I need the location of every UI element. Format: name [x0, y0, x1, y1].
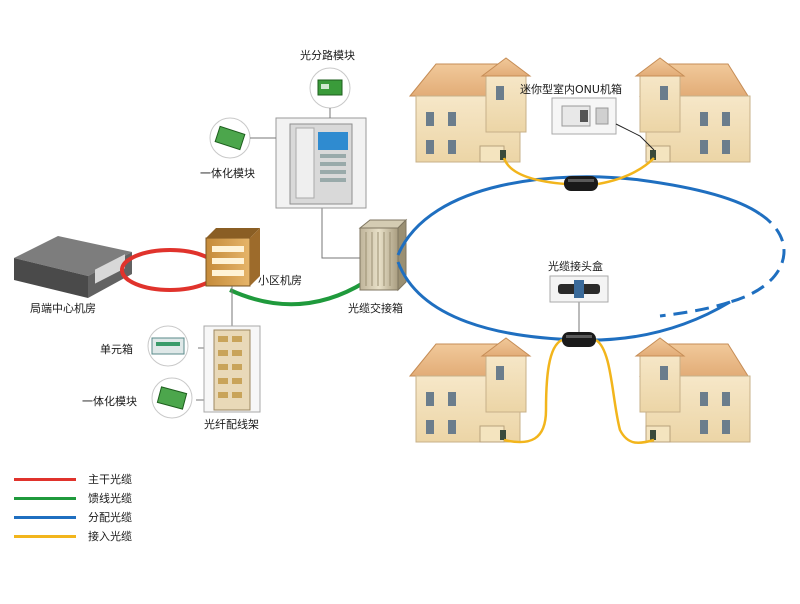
- fiber-distribution-frame-panel: [203, 325, 261, 413]
- house-bottom-right: [634, 337, 751, 443]
- unit-box-image: [147, 325, 189, 367]
- house-bottom-left: [408, 337, 532, 443]
- house-top-left: [408, 57, 532, 163]
- house-top-right: [634, 57, 751, 163]
- access-cable-bottom-right: [595, 338, 655, 445]
- legend-item-access: 接入光缆: [14, 529, 164, 543]
- joint-closure-top: [564, 176, 598, 191]
- splitter-module-image: [309, 67, 351, 109]
- trunk-cable-loop: [120, 248, 220, 292]
- legend-label-distribution: 分配光缆: [88, 511, 132, 524]
- feeder-cable: [229, 280, 367, 307]
- legend-item-distribution: 分配光缆: [14, 510, 164, 524]
- access-cable-top-right: [597, 157, 655, 186]
- cable-joint-box-image: [549, 275, 609, 303]
- optical-splitter-module-label: 光分路模块: [300, 49, 355, 62]
- integrated-module-image-top: [209, 117, 251, 159]
- joint-closure-bottom: [562, 332, 596, 347]
- distribution-ring-solid: [396, 175, 761, 256]
- mini-onu-box-image: [551, 97, 617, 135]
- central-office-label: 局端中心机房: [30, 302, 96, 315]
- integrated-module-bottom-label: 一体化模块: [82, 395, 137, 408]
- legend-item-trunk: 主干光缆: [14, 472, 164, 486]
- fiber-distribution-frame-label: 光纤配线架: [204, 418, 259, 431]
- access-cable-bottom-left: [503, 338, 563, 444]
- cable-cross-box-label: 光缆交接箱: [348, 302, 403, 315]
- legend-item-feeder: 馈线光缆: [14, 491, 164, 505]
- legend-swatch-trunk: [14, 478, 76, 481]
- legend-swatch-distribution: [14, 516, 76, 519]
- integrated-module-image-bottom: [151, 377, 193, 419]
- access-cable-top-left: [502, 157, 567, 186]
- legend-swatch-feeder: [14, 497, 76, 500]
- legend: 主干光缆 馈线光缆 分配光缆 接入光缆: [14, 472, 174, 552]
- legend-swatch-access: [14, 535, 76, 538]
- splitter-cabinet-panel: [275, 117, 367, 209]
- unit-box-label: 单元箱: [100, 343, 133, 356]
- legend-label-trunk: 主干光缆: [88, 473, 132, 486]
- mini-indoor-onu-label: 迷你型室内ONU机箱: [520, 83, 622, 96]
- cable-joint-box-label: 光缆接头盒: [548, 260, 603, 273]
- legend-label-access: 接入光缆: [88, 530, 132, 543]
- community-room-label: 小区机房: [258, 274, 302, 287]
- legend-label-feeder: 馈线光缆: [88, 492, 132, 505]
- central-office-building: [14, 236, 132, 298]
- distribution-ring-dashed: [729, 212, 786, 304]
- integrated-module-top-label: 一体化模块: [200, 167, 255, 180]
- community-room-box: [205, 228, 260, 287]
